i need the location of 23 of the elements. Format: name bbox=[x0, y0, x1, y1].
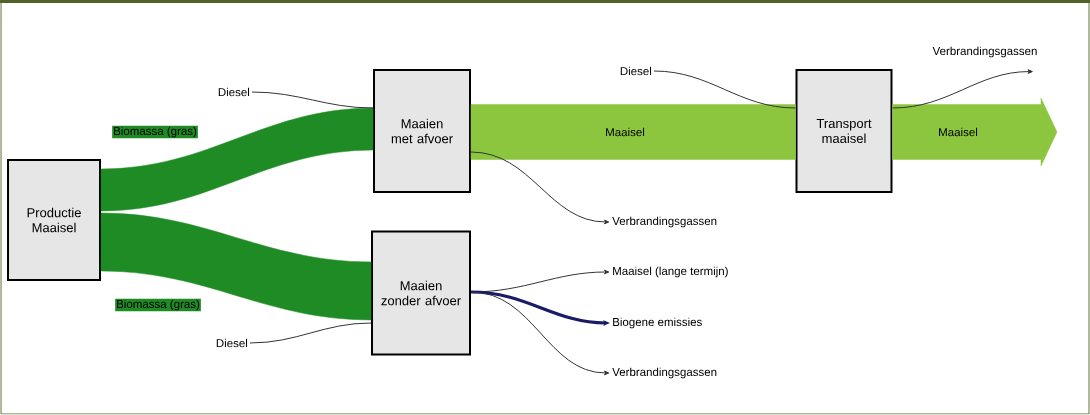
edge-label: Biomassa (gras) bbox=[115, 298, 201, 312]
flow-band bbox=[892, 97, 1058, 167]
flow-band bbox=[470, 104, 796, 160]
flow-label: Diesel bbox=[216, 338, 248, 348]
process-box: Maaien met afvoer bbox=[373, 69, 471, 193]
process-box: Productie Maaisel bbox=[7, 159, 101, 281]
flow-label: Biogene emissies bbox=[613, 317, 702, 329]
edge-label: Maaisel bbox=[937, 126, 979, 138]
arrow bbox=[470, 291, 610, 376]
arrow bbox=[470, 151, 610, 225]
edge-label: Maaisel bbox=[604, 126, 646, 138]
flow-label: Diesel bbox=[218, 87, 250, 97]
flow-label: Verbrandingsgassen bbox=[932, 46, 1037, 58]
flow-band bbox=[100, 107, 374, 212]
edge-label: Biomassa (gras) bbox=[112, 125, 198, 139]
flow-band bbox=[100, 212, 372, 321]
arrow bbox=[892, 69, 1033, 109]
flow-label: Maaisel (lange termijn) bbox=[613, 266, 728, 278]
flow-label: Diesel bbox=[620, 66, 652, 76]
flow-label: Verbrandingsgassen bbox=[612, 367, 717, 379]
process-box: Transport maaisel bbox=[795, 69, 893, 193]
flow-label: Verbrandingsgassen bbox=[612, 216, 717, 228]
process-box: Maaien zonder afvoer bbox=[371, 230, 471, 356]
